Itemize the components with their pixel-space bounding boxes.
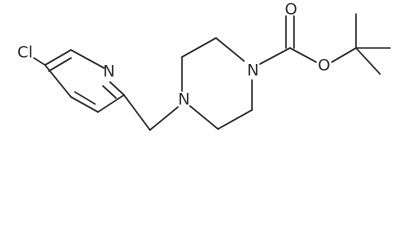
ester-oxygen-label: O [318, 56, 331, 75]
bond-c5-c4 [70, 96, 99, 113]
bond-c4-c3 [44, 64, 72, 98]
boc-group [259, 13, 391, 75]
bond-c3-cl [33, 57, 46, 66]
pyridine-nitrogen-label: N [103, 62, 115, 81]
pyridine-ring [44, 49, 125, 113]
carbonyl-oxygen-label: O [285, 0, 298, 19]
piperazine-nitrogen-left-label: N [178, 90, 190, 109]
bond-c2-n1 [70, 49, 105, 69]
chlorine-label: Cl [17, 43, 33, 62]
bond-n1-c6-double [102, 85, 117, 99]
piperazine-nitrogen-right-label: N [247, 61, 259, 80]
bond-c-bottom-n4 [189, 105, 219, 130]
bond-o-quaternary-c [331, 47, 357, 63]
bond-c6-ch2 [123, 94, 151, 131]
bond-c-lower-c-bottom [217, 109, 253, 130]
bond-c3-c2 [44, 49, 72, 66]
atom-labels: Cl N N N O O [17, 0, 330, 109]
chemical-structure-diagram: Cl N N N O O [17, 0, 391, 131]
bond-c3-c2-double [48, 57, 72, 72]
piperazine-ring [181, 37, 253, 130]
bond-c-upper-c-top [181, 37, 217, 58]
bond-n1-c6 [109, 81, 125, 96]
bond-carbonyl-o-ester [289, 47, 317, 63]
bond-c5-c4-double [74, 91, 96, 105]
bond-n1-carbonyl [259, 47, 291, 65]
methylene-linker [123, 94, 179, 131]
bond-c-top-n1 [215, 37, 245, 62]
bond-quaternary-methyl-bottom [355, 47, 381, 75]
bond-c6-c5 [97, 94, 125, 113]
bond-ch2-n4 [149, 106, 179, 131]
